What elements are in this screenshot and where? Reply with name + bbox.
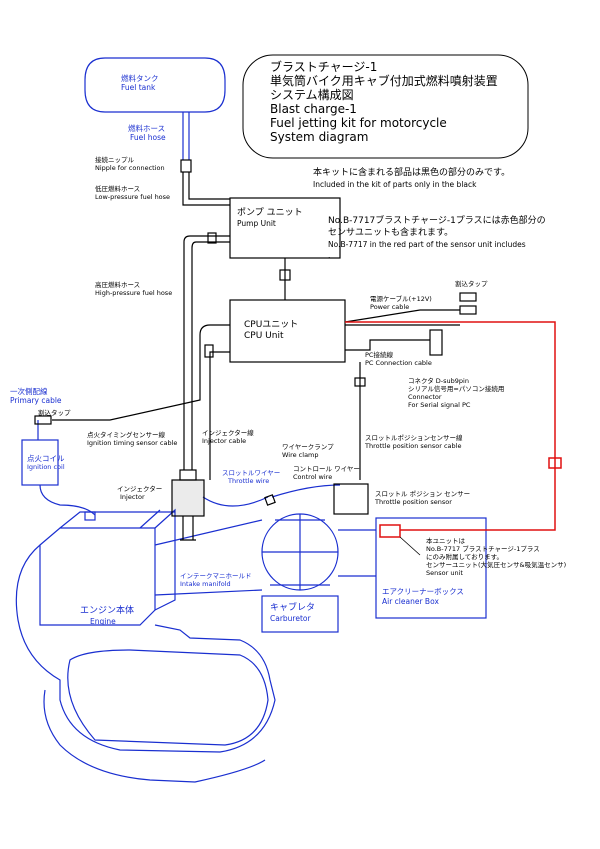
pump-label-jp: ポンプ ユニット (237, 208, 303, 218)
sensor-label-jp2: No.B-7717 ブラストチャージ-1プラス (426, 545, 540, 553)
pump-label-en: Pump Unit (237, 219, 276, 228)
control-label-jp: コントロール ワイヤー (293, 465, 360, 473)
throttle-label-jp: スロットルワイヤー (222, 469, 281, 477)
title-line-5: Fuel jetting kit for motorcycle (270, 116, 447, 130)
air-cleaner-label-jp: エアクリーナーボックス (382, 587, 464, 596)
note-kit-jp: 本キットに含まれる部品は黒色の部分のみです。 (313, 168, 511, 178)
sensor-cable (345, 321, 556, 531)
fuel-hose-label-en: Fuel hose (130, 133, 166, 142)
tps-cable-label-en: Throttle position sensor cable (365, 442, 462, 450)
fuel-tank-label-en: Fuel tank (121, 83, 156, 92)
fuel-tank-label-jp: 燃料タンク (121, 74, 159, 83)
control-label-en: Control wire (293, 473, 333, 481)
sensor-unit-shape (379, 524, 401, 538)
injector-cable-label-jp: インジェクター線 (202, 429, 254, 437)
tps-shape (333, 483, 369, 515)
fuel-hose-label-jp: 燃料ホース (128, 124, 166, 133)
tps-cable-label-jp: スロットルポジションセンサー線 (365, 434, 463, 442)
title-line-1: ブラストチャージ-1 (270, 60, 378, 74)
d-sub-connector (429, 329, 443, 356)
tps-label-jp: スロットル ポジション センサー (375, 490, 471, 498)
hp-hose-label-en: High-pressure fuel hose (95, 289, 173, 297)
tap1-label: 割込タップ (455, 280, 488, 288)
control-wire (271, 484, 341, 498)
note-plus-jp2: センサユニットも含まれます。 (328, 228, 454, 238)
coil-label-en: Ignition coil (27, 463, 65, 471)
fuel-tank-shape (84, 57, 226, 113)
hp-hose-label-jp: 高圧燃料ホース (95, 281, 141, 289)
cpu-label-jp: CPUユニット (244, 320, 299, 330)
carburetor-label-jp: キャブレタ (270, 603, 316, 613)
sensor-label-jp1: 本ユニットは (426, 537, 465, 545)
tap2-label: 割込タップ (38, 409, 71, 417)
clamp-label-en: Wire clamp (282, 451, 319, 459)
pc-label-en: PC Connection cable (365, 359, 432, 367)
power-label-en: Power cable (370, 303, 410, 311)
throttle-label-en: Throttle wire (228, 477, 270, 485)
connector-label-en1: Connector (408, 393, 442, 401)
primary-label-jp: 一次側配線 (10, 387, 48, 396)
engine-label-en: Engine (90, 617, 116, 626)
nipple-label-en: Nipple for connection (95, 164, 165, 172)
throttle-wire (202, 496, 269, 507)
engine-crankcase (15, 544, 276, 753)
wire-clamp (264, 494, 276, 506)
clamp-label-jp: ワイヤークランプ (282, 443, 334, 451)
connector-label-jp2: シリアル信号用=パソコン接続用 (408, 385, 505, 393)
injector-label-jp: インジェクター (117, 485, 163, 493)
connector-label-en2: For Serial signal PC (408, 401, 471, 409)
lp-hose-label-en: Low-pressure fuel hose (95, 193, 171, 201)
cpu-unit-shape (229, 299, 346, 363)
nipple-label-jp: 接続ニップル (95, 156, 134, 164)
ign-label-jp: 点火タイミングセンサー線 (87, 431, 165, 439)
sensor-label-jp3: にのみ附属しております。 (426, 553, 503, 561)
manifold-label-en: Intake manifold (180, 580, 231, 588)
air-cleaner-box (375, 517, 487, 619)
connector-label-jp1: コネクタ D-sub9pin (408, 377, 469, 385)
air-cleaner-label-en: Air cleaner Box (382, 597, 439, 606)
carburetor-label-en: Carburetor (270, 614, 311, 623)
title-line-4: Blast charge-1 (270, 102, 357, 116)
power-label-jp: 電源ケーブル(+12V) (370, 295, 432, 303)
lp-hose-label-jp: 低圧燃料ホース (95, 185, 141, 193)
low-pressure-hose (182, 172, 230, 206)
sensor-label-jp4: センサーユニット(大気圧センサ&吸気温センサ) (426, 561, 567, 569)
sensor-label-en: Sensor unit (426, 569, 463, 577)
coil-label-jp: 点火コイル (27, 454, 65, 463)
tps-label-en: Throttle position sensor (375, 498, 452, 506)
pc-label-jp: PC接続線 (365, 351, 393, 359)
note-kit-en: Included in the kit of parts only in the… (313, 180, 477, 189)
primary-label-en: Primary cable (10, 396, 62, 405)
title-line-6: System diagram (270, 130, 369, 144)
note-plus-en2: . (328, 251, 331, 260)
note-plus-en1: No.B-7717 in the red part of the sensor … (328, 240, 526, 249)
fuel-hose (182, 112, 190, 160)
cpu-label-en: CPU Unit (244, 331, 284, 341)
injector-label-en: Injector (120, 493, 145, 501)
intake-manifold (154, 519, 263, 596)
coil-cable (39, 484, 96, 516)
red-connector (548, 457, 562, 469)
title-line-3: システム構成図 (270, 88, 354, 102)
engine-label-jp: エンジン本体 (80, 606, 135, 616)
manifold-label-jp: インテークマニホールド (180, 572, 252, 580)
ign-label-en: Ignition timing sensor cable (87, 439, 178, 447)
high-pressure-hose (183, 235, 230, 470)
note-plus-jp1: No.B-7717ブラストチャージ-1プラスには赤色部分の (328, 216, 546, 226)
carburetor-box (261, 595, 339, 633)
title-line-2: 単気筒バイク用キャブ付加式燃料噴射装置 (270, 74, 498, 88)
nipple (180, 159, 192, 173)
injector-cable-label-en: Injector cable (202, 437, 247, 445)
title-box (242, 54, 529, 159)
